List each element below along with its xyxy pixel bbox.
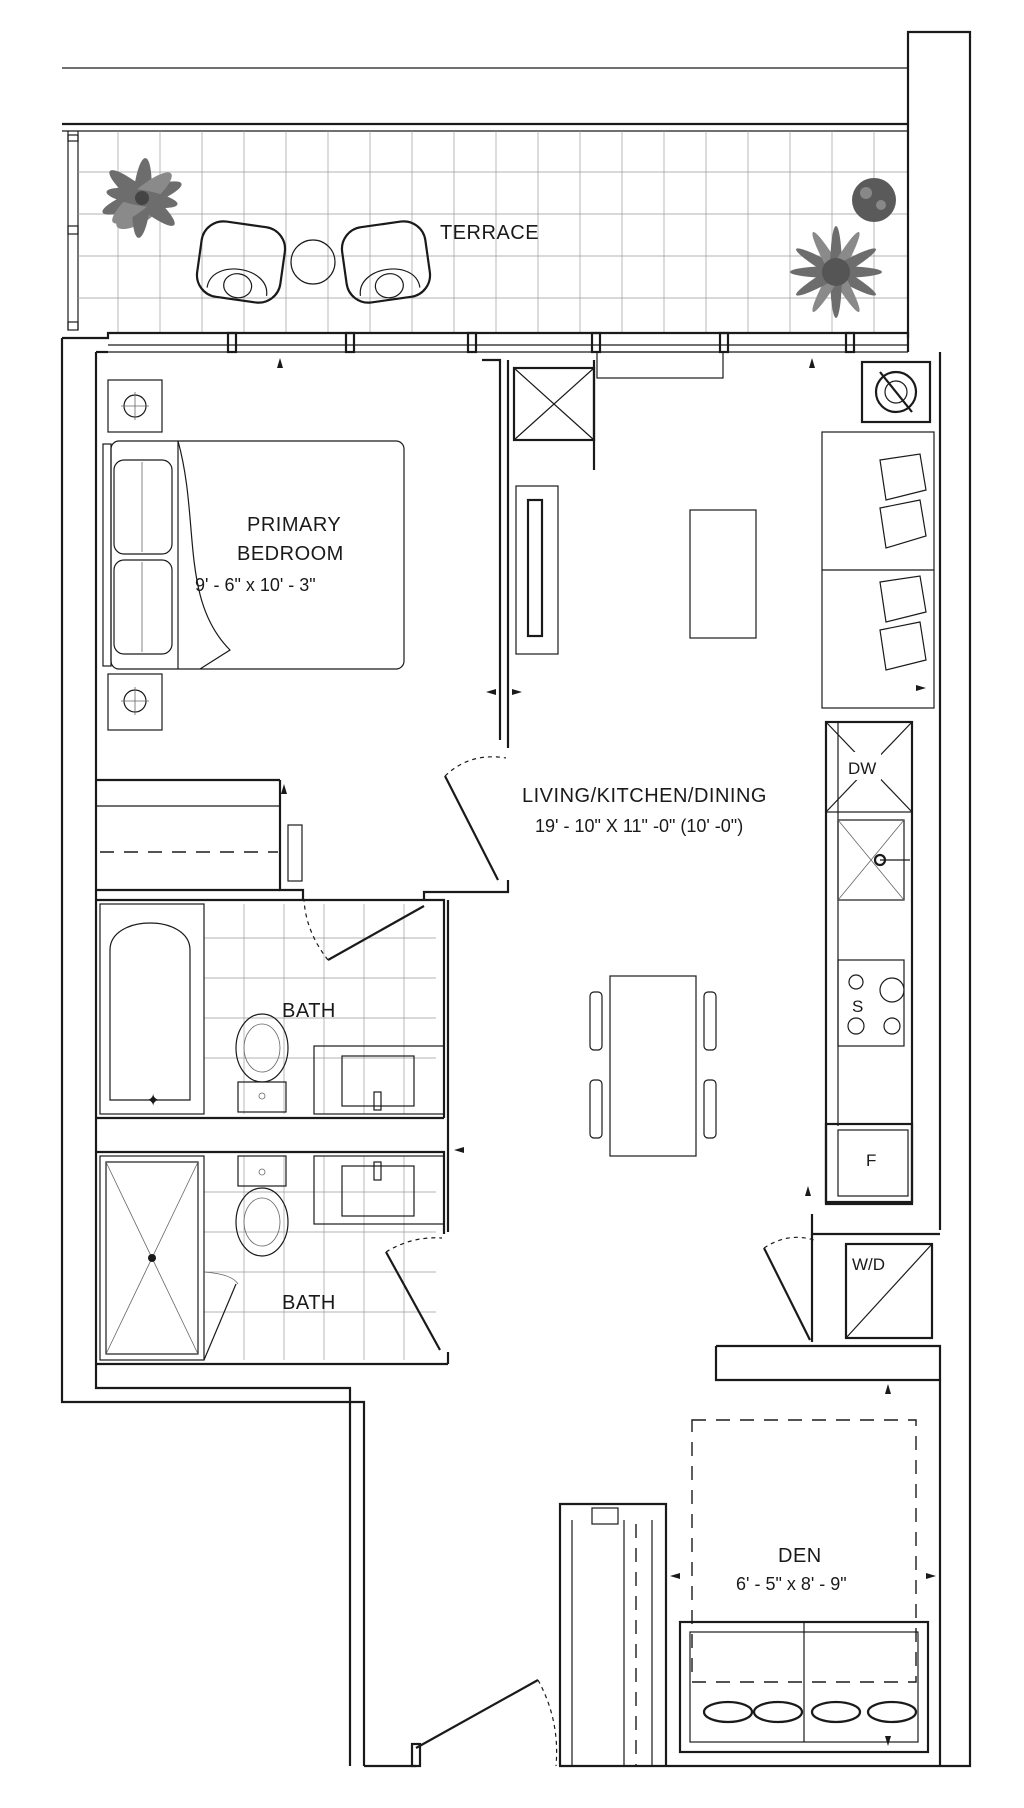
- entry-door[interactable]: [410, 1679, 558, 1768]
- window-strip: [108, 331, 908, 379]
- living-dimensions: 19' - 10" X 11" -0" (10' -0"): [535, 816, 743, 836]
- terrace-label: TERRACE: [440, 222, 539, 244]
- den-dimensions: 6' - 5" x 8' - 9": [736, 1574, 847, 1594]
- washer-dryer-label: W/D: [852, 1255, 885, 1274]
- closet: [96, 805, 303, 882]
- bedroom-door[interactable]: [444, 756, 507, 881]
- bath-2-door[interactable]: [385, 1237, 443, 1351]
- stove-label: S: [852, 997, 863, 1016]
- round-shrub: [852, 178, 896, 222]
- bath-1-label: BATH: [282, 1000, 336, 1022]
- bathtub: ✦: [99, 903, 205, 1115]
- bath-1: ✦ BATH: [96, 898, 450, 1232]
- den: DEN 6' - 5" x 8' - 9": [678, 1419, 930, 1754]
- kitchen-counter: [824, 720, 914, 1206]
- bath-2-label: BATH: [282, 1292, 336, 1314]
- grass-plant: [790, 226, 882, 318]
- lounge-chair-right: [340, 220, 432, 304]
- bed: [102, 440, 405, 670]
- fridge-label: F: [866, 1151, 876, 1170]
- bedroom-dimensions: 9' - 6" x 10' - 3": [195, 575, 316, 595]
- mechanical-box: [512, 360, 596, 470]
- nightstand-bottom: [107, 673, 163, 731]
- bath-1-door[interactable]: [303, 899, 425, 961]
- bath-2: BATH: [96, 1150, 450, 1366]
- den-sofa: [678, 1620, 930, 1754]
- laundry: W/D: [714, 1214, 942, 1382]
- sofa: [821, 431, 935, 709]
- bath-1-tile-grid: [204, 904, 436, 1114]
- living-label: LIVING/KITCHEN/DINING: [522, 785, 767, 807]
- den-label: DEN: [778, 1545, 822, 1567]
- dishwasher: DW: [825, 721, 913, 813]
- nightstand-top: [107, 379, 163, 433]
- fridge: F: [824, 1122, 914, 1204]
- shower: [99, 1155, 239, 1361]
- primary-bedroom: PRIMARY BEDROOM 9' - 6" x 10' - 3": [96, 350, 510, 900]
- exterior-walls: [60, 30, 972, 1768]
- ceiling-fan: [860, 360, 932, 424]
- potted-plant-left: [102, 158, 182, 238]
- dishwasher-label: DW: [848, 759, 876, 778]
- bedroom-label-line1: PRIMARY: [247, 514, 341, 536]
- coffee-table: [689, 509, 757, 639]
- vanity-1: [313, 1045, 445, 1115]
- bedroom-label-line2: BEDROOM: [237, 543, 344, 565]
- svg-text:✦: ✦: [146, 1091, 160, 1110]
- toilet-1: [235, 1013, 289, 1113]
- living-kitchen-dining: LIVING/KITCHEN/DINING 19' - 10" X 11" -0…: [522, 360, 935, 1206]
- lounge-chair-left: [195, 220, 287, 304]
- tv-console: [515, 485, 559, 655]
- vanity-2: [313, 1155, 445, 1225]
- dining-table: [589, 975, 717, 1157]
- terrace-area: TERRACE: [62, 67, 908, 333]
- dimension-markers: [277, 358, 936, 1746]
- cooktop: S: [837, 959, 905, 1047]
- entry-closet: [558, 1502, 668, 1766]
- side-table: [290, 239, 336, 285]
- toilet-2: [235, 1155, 289, 1257]
- terrace-tile-grid: [78, 131, 908, 333]
- laundry-door[interactable]: [763, 1236, 815, 1341]
- sink: [837, 819, 910, 901]
